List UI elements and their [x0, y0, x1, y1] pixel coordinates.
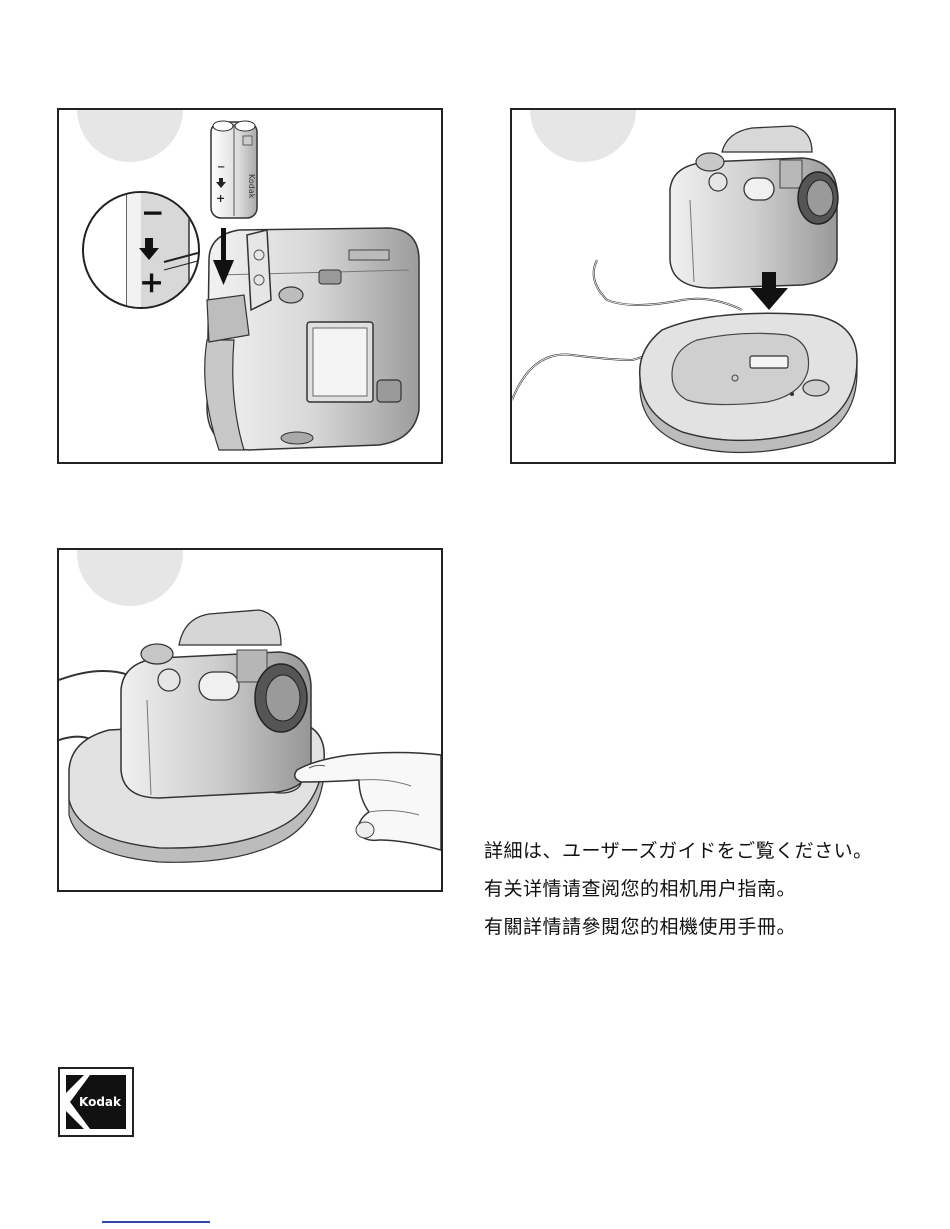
battery-pack: Kodak − + — [211, 121, 257, 218]
camera-front — [670, 126, 838, 288]
camera-dock-illustration — [512, 110, 894, 462]
polarity-magnifier: − + — [83, 180, 209, 320]
caption-japanese: 詳細は、ユーザーズガイドをご覧ください。 — [484, 842, 873, 861]
dock-button — [803, 380, 829, 396]
inset-plus-label: + — [139, 265, 164, 300]
battery-plus-label: + — [216, 192, 225, 205]
kodak-wordmark: Kodak — [79, 1095, 122, 1109]
dock-connector — [750, 356, 788, 368]
caption-traditional-chinese: 有關詳情請參閱您的相機使用手冊。 — [484, 918, 796, 937]
panel-insert-batteries: Kodak − + − + — [57, 108, 443, 464]
battery-insertion-illustration: Kodak − + − + — [59, 110, 441, 462]
battery-minus-label: − — [217, 162, 225, 173]
kodak-logo-icon: Kodak — [60, 1069, 132, 1135]
panel-place-on-dock — [510, 108, 896, 464]
kodak-logo: Kodak — [58, 1067, 134, 1137]
caption-simplified-chinese: 有关详情请查阅您的相机用户指南。 — [484, 880, 796, 899]
camera-dock — [640, 313, 857, 452]
camera-front — [121, 610, 311, 798]
footer-rule — [102, 1221, 210, 1223]
battery-door — [247, 230, 271, 310]
panel-press-dock-button — [57, 548, 443, 892]
inset-minus-label: − — [141, 196, 164, 229]
battery-brand-label: Kodak — [247, 174, 256, 199]
